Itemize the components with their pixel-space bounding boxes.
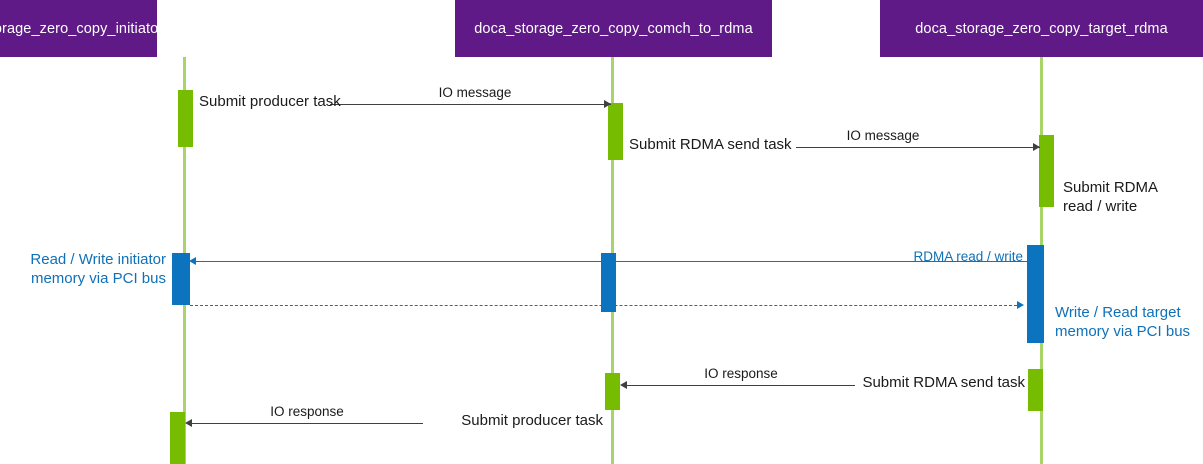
message-label-io-response-1: IO response bbox=[704, 366, 778, 381]
message-label-io-response-2: IO response bbox=[270, 404, 344, 419]
message-line-io-message-1 bbox=[330, 104, 611, 105]
message-line-io-response-1 bbox=[627, 385, 855, 386]
participant-label-initiator-comch: doca_storage_zero_copy_initiator_comch bbox=[0, 20, 215, 37]
message-line-rdma-read-write bbox=[196, 261, 1027, 262]
arrow-head-pci-return-dashed bbox=[1017, 301, 1024, 309]
arrow-head-io-response-2 bbox=[185, 419, 192, 427]
participant-header-target-rdma[interactable]: doca_storage_zero_copy_target_rdma bbox=[880, 0, 1203, 57]
action-label-submit-rdma-send-task-top: Submit RDMA send task bbox=[629, 136, 792, 153]
activation-target-submit-rdma-readwrite bbox=[1039, 135, 1054, 207]
action-label-read-write-initiator-memory: Read / Write initiator memory via PCI bu… bbox=[2, 250, 166, 288]
message-line-pci-return-dashed bbox=[190, 305, 1017, 306]
activation-initiator-pci-access bbox=[172, 253, 190, 305]
message-label-io-message-2: IO message bbox=[846, 128, 920, 143]
action-label-write-read-target-memory: Write / Read target memory via PCI bus bbox=[1055, 303, 1200, 341]
participant-label-comch-to-rdma: doca_storage_zero_copy_comch_to_rdma bbox=[474, 20, 753, 37]
activation-target-submit-rdma-send-bottom bbox=[1028, 369, 1043, 411]
action-label-read-write-initiator-line1: Read / Write initiator bbox=[30, 251, 166, 268]
participant-header-comch-to-rdma[interactable]: doca_storage_zero_copy_comch_to_rdma bbox=[455, 0, 772, 57]
message-label-io-message-1: IO message bbox=[438, 85, 512, 100]
arrow-head-rdma-read-write bbox=[189, 257, 196, 265]
activation-initiator-io-response bbox=[170, 412, 185, 464]
message-line-io-response-2 bbox=[192, 423, 423, 424]
message-line-io-message-2 bbox=[796, 147, 1040, 148]
activation-initiator-submit-producer bbox=[178, 90, 193, 147]
action-label-submit-rdma-read-write-line2: read / write bbox=[1063, 198, 1138, 215]
participant-header-initiator-comch[interactable]: doca_storage_zero_copy_initiator_comch bbox=[0, 0, 215, 57]
action-label-submit-rdma-read-write-line1: Submit RDMA bbox=[1063, 179, 1159, 196]
activation-comch-submit-rdma-send bbox=[608, 103, 623, 160]
action-label-submit-rdma-read-write: Submit RDMA read / write bbox=[1063, 178, 1183, 216]
message-label-rdma-read-write: RDMA read / write bbox=[913, 249, 1023, 264]
action-label-submit-producer-task-bottom: Submit producer task bbox=[461, 412, 603, 429]
activation-comch-pci-passthrough bbox=[601, 253, 616, 312]
action-label-write-read-target-line1: Write / Read target bbox=[1055, 304, 1181, 321]
arrow-head-io-response-1 bbox=[620, 381, 627, 389]
action-label-submit-rdma-send-task-bottom: Submit RDMA send task bbox=[862, 374, 1025, 391]
activation-comch-io-response bbox=[605, 373, 620, 410]
activation-target-pci-access bbox=[1027, 245, 1044, 343]
action-label-submit-producer-task-top: Submit producer task bbox=[199, 93, 341, 110]
action-label-read-write-initiator-line2: memory via PCI bus bbox=[30, 270, 166, 287]
arrow-head-io-message-1 bbox=[604, 100, 611, 108]
arrow-head-io-message-2 bbox=[1033, 143, 1040, 151]
action-label-write-read-target-line2: memory via PCI bus bbox=[1055, 323, 1191, 340]
participant-label-target-rdma: doca_storage_zero_copy_target_rdma bbox=[915, 20, 1168, 37]
